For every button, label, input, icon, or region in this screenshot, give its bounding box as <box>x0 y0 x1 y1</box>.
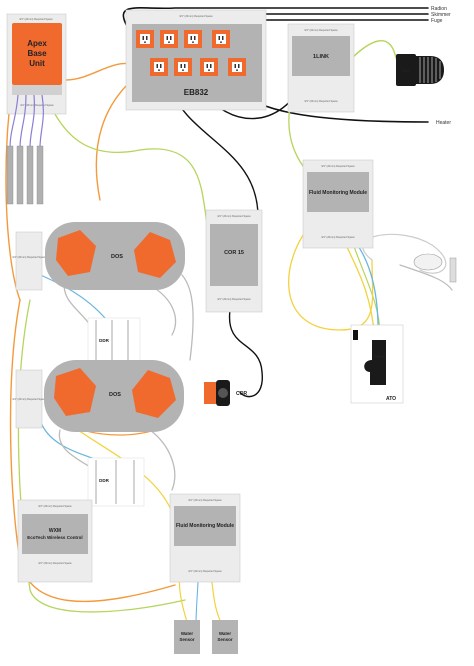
dos-top-pump-head-left <box>56 230 96 276</box>
dos-bottom-pump-head-left <box>54 368 96 416</box>
dos-top-doser: 3/4" (20mm) Required Space DOS <box>12 222 185 291</box>
ddr-top-label: DDR <box>99 338 109 343</box>
water-sensor-right: Water Sensor <box>212 620 238 654</box>
wxm-space-note-bottom: 3/4" (20mm) Required Space <box>38 561 72 565</box>
apex-label-line2: Base <box>27 49 47 58</box>
fmm-bottom-label: Fluid Monitoring Module <box>176 523 234 529</box>
connector-radion: Radion <box>431 6 447 12</box>
dos-bottom-doser: 3/4" (20mm) Required Space DOS <box>12 360 184 432</box>
wire-green-apex <box>39 79 211 241</box>
wxm-space-note-top: 3/4" (20mm) Required Space <box>38 504 72 508</box>
apex-probes <box>6 94 44 205</box>
wire-radion <box>122 7 429 29</box>
apex-label-line1: Apex <box>27 39 47 48</box>
fmm-top-space-note-top: 3/4" (20mm) Required Space <box>321 164 355 168</box>
cor15-space-note-top: 3/4" (20mm) Required Space <box>217 214 251 218</box>
apex-space-note-top: 3/4" (20mm) Required Space <box>19 17 53 21</box>
pmup-label: PMUP <box>375 355 386 359</box>
cor15-label: COR 15 <box>224 250 244 256</box>
wire-orange-eb832-fmm <box>95 79 133 201</box>
probe-4 <box>36 145 44 205</box>
connector-labels: Radion Skimmer Fuge Heater <box>431 6 451 126</box>
water-sensor-left-line1: Water <box>181 631 194 636</box>
pmup-body <box>364 345 386 385</box>
cor-label: COR <box>236 391 248 397</box>
wire-cor15-cor <box>228 309 263 398</box>
wav-pump: WAV <box>396 54 444 86</box>
eb832-space-note: 3/4" (20mm) Required Space <box>179 14 213 18</box>
onelink-module: 3/4" (20mm) Required Space 1LINK 3/4" (2… <box>287 23 355 113</box>
cor15-space-note-bottom: 3/4" (20mm) Required Space <box>217 297 251 301</box>
fluid-monitoring-module-top: 3/4" (20mm) Required Space Fluid Monitor… <box>302 159 374 249</box>
water-sensor-left: Water Sensor <box>174 620 200 654</box>
wire-yellow-fmm-loop <box>288 214 374 331</box>
fmm-bottom-space-note-bottom: 3/4" (20mm) Required Space <box>188 569 222 573</box>
apex-label-line3: Unit <box>29 59 45 68</box>
wire-green-1link-wav <box>349 40 397 61</box>
probe-3 <box>26 145 34 205</box>
dos-top-space-note: 3/4" (20mm) Required Space <box>12 255 46 259</box>
dos-bottom-pump-head-right <box>132 370 176 418</box>
connector-heater: Heater <box>436 120 451 126</box>
cor-pump: COR <box>204 380 248 406</box>
ato-label: ATO <box>386 396 396 402</box>
wav-label: WAV <box>402 69 410 73</box>
ddr-bottom-container: DDR <box>87 457 145 507</box>
onelink-label: 1LINK <box>313 54 329 60</box>
connector-fuge: Fuge <box>431 18 443 24</box>
eb832-energy-bar: 3/4" (20mm) Required Space EB832 <box>125 9 267 111</box>
probe-2 <box>16 145 24 205</box>
dos-top-label: DOS <box>111 254 123 260</box>
fmm-top-space-note-bottom: 3/4" (20mm) Required Space <box>321 235 355 239</box>
onelink-space-note-top: 3/4" (20mm) Required Space <box>304 28 338 32</box>
wire-orange-apex-eb832 <box>65 62 133 81</box>
water-sensor-right-line1: Water <box>219 631 232 636</box>
cor15-module: 3/4" (20mm) Required Space COR 15 3/4" (… <box>205 209 263 313</box>
water-sensor-left-line2: Sensor <box>179 637 195 642</box>
wire-gray-ato-right <box>399 264 453 291</box>
onelink-space-note-bottom: 3/4" (20mm) Required Space <box>304 99 338 103</box>
water-sensor-right-line2: Sensor <box>217 637 233 642</box>
fluid-monitoring-module-bottom: 3/4" (20mm) Required Space Fluid Monitor… <box>169 493 241 583</box>
float-switch <box>413 253 457 283</box>
eb832-outlets <box>136 30 246 76</box>
fmm-top-label: Fluid Monitoring Module <box>309 190 367 196</box>
wxm-module: 3/4" (20mm) Required Space WXM EcoTech W… <box>17 499 93 583</box>
wire-gray-dos-top-c <box>181 274 194 361</box>
wxm-label: WXM <box>49 528 61 534</box>
fmm-bottom-space-note-top: 3/4" (20mm) Required Space <box>188 498 222 502</box>
wire-gray-dos-bottom-b <box>149 429 176 491</box>
eb832-label: EB832 <box>184 88 209 97</box>
apex-space-note-bottom: 3/4" (20mm) Required Space <box>20 103 54 107</box>
ddr-bottom-label: DDR <box>99 478 109 483</box>
connector-skimmer: Skimmer <box>431 12 451 18</box>
wire-gray-dos-top-b <box>149 284 177 336</box>
dos-bottom-label: DOS <box>109 392 121 398</box>
wxm-sublabel: EcoTech Wireless Control <box>27 535 82 540</box>
apex-base-unit: 3/4" (20mm) Required Space Apex Base Uni… <box>6 13 67 205</box>
ddr-top-container: DDR <box>87 317 141 365</box>
dos-top-pump-head-right <box>134 232 176 278</box>
ato-module: PMUP ATO <box>350 324 404 404</box>
ato-sensor <box>353 330 358 340</box>
probe-1 <box>6 145 14 205</box>
dos-bottom-space-note: 3/4" (20mm) Required Space <box>12 397 46 401</box>
